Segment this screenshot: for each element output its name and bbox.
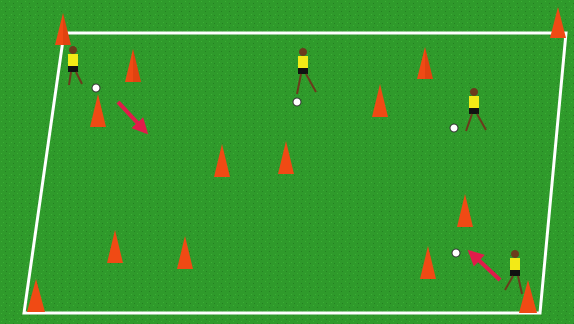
soccer-ball bbox=[293, 98, 301, 106]
player-shirt bbox=[68, 54, 78, 66]
player-shirt bbox=[298, 56, 308, 68]
player-head bbox=[511, 250, 519, 258]
soccer-ball bbox=[452, 249, 460, 257]
player-head bbox=[299, 48, 307, 56]
player-head bbox=[470, 88, 478, 96]
soccer-ball bbox=[450, 124, 458, 132]
player-shirt bbox=[510, 258, 520, 270]
player-shorts bbox=[298, 68, 308, 74]
player-shorts bbox=[510, 270, 520, 276]
player-shorts bbox=[68, 66, 78, 72]
player-shirt bbox=[469, 96, 479, 108]
soccer-ball bbox=[92, 84, 100, 92]
player-head bbox=[69, 46, 77, 54]
player-shorts bbox=[469, 108, 479, 114]
